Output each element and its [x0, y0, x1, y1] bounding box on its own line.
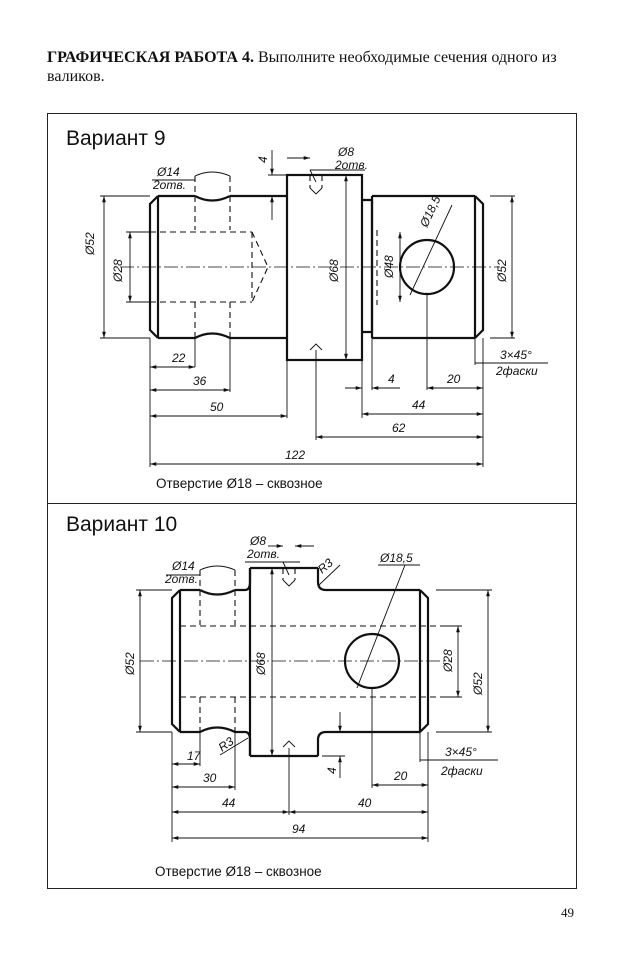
svg-text:Ø8: Ø8 — [337, 145, 354, 159]
svg-text:2отв.: 2отв. — [334, 158, 368, 172]
svg-text:36: 36 — [193, 374, 207, 388]
assignment-text: Выполните необходимые сечения одного из … — [47, 49, 557, 85]
svg-text:Ø52: Ø52 — [471, 672, 485, 696]
drawing-frame — [47, 113, 577, 889]
svg-text:Ø8: Ø8 — [249, 534, 266, 548]
svg-text:20: 20 — [446, 372, 461, 386]
svg-text:94: 94 — [292, 822, 306, 836]
svg-text:Ø48: Ø48 — [382, 255, 396, 279]
svg-text:2отв.: 2отв. — [152, 178, 186, 192]
svg-text:3×45°: 3×45° — [500, 348, 532, 362]
svg-text:40: 40 — [358, 796, 372, 810]
svg-text:R3: R3 — [216, 734, 237, 754]
variant-10-title: Вариант 10 — [66, 513, 178, 536]
variant-9-hole-note: Отверстие Ø18 – сквозное — [156, 476, 323, 491]
svg-text:4: 4 — [256, 156, 270, 163]
svg-text:Ø52: Ø52 — [495, 259, 509, 283]
svg-text:4: 4 — [388, 372, 395, 386]
variant-10-hole-note: Отверстие Ø18 – сквозное — [155, 864, 322, 879]
svg-text:Ø28: Ø28 — [111, 259, 125, 283]
svg-text:122: 122 — [285, 448, 305, 462]
frame-divider — [47, 503, 577, 504]
svg-text:2фаски: 2фаски — [440, 764, 483, 778]
svg-text:4: 4 — [325, 767, 339, 774]
svg-text:Ø52: Ø52 — [83, 232, 97, 256]
svg-text:Ø14: Ø14 — [156, 165, 180, 179]
assignment-title: ГРАФИЧЕСКАЯ РАБОТА 4. — [47, 49, 254, 66]
svg-text:44: 44 — [412, 398, 426, 412]
page-number: 49 — [561, 905, 574, 920]
svg-text:2фаски: 2фаски — [495, 364, 538, 378]
svg-text:Ø14: Ø14 — [171, 559, 195, 573]
svg-text:2отв.: 2отв. — [246, 547, 280, 561]
svg-text:Ø68: Ø68 — [327, 259, 341, 283]
svg-text:Ø28: Ø28 — [441, 649, 455, 673]
assignment-header: ГРАФИЧЕСКАЯ РАБОТА 4. Выполните необходи… — [47, 48, 577, 86]
variant-10-drawing: Ø52 Ø68 Ø28 Ø52 Ø18,5 R3 R3 Ø14 2отв. Ø8… — [123, 534, 498, 842]
svg-text:50: 50 — [210, 400, 224, 414]
svg-text:44: 44 — [222, 796, 236, 810]
variant-9-drawing: Ø52 Ø28 Ø68 Ø48 Ø52 Ø18,5 Ø14 2отв. Ø8 2… — [83, 145, 548, 467]
svg-text:2отв.: 2отв. — [164, 572, 198, 586]
svg-text:Ø18,5: Ø18,5 — [379, 551, 413, 565]
svg-text:30: 30 — [203, 771, 217, 785]
svg-text:20: 20 — [393, 769, 408, 783]
svg-text:62: 62 — [392, 421, 406, 435]
svg-text:Ø68: Ø68 — [254, 652, 268, 676]
svg-text:Ø52: Ø52 — [123, 652, 137, 676]
svg-text:17: 17 — [187, 749, 202, 763]
svg-text:Ø18,5: Ø18,5 — [417, 193, 444, 230]
svg-text:22: 22 — [171, 351, 186, 365]
svg-text:3×45°: 3×45° — [445, 745, 477, 759]
variant-9-title: Вариант 9 — [66, 127, 166, 150]
